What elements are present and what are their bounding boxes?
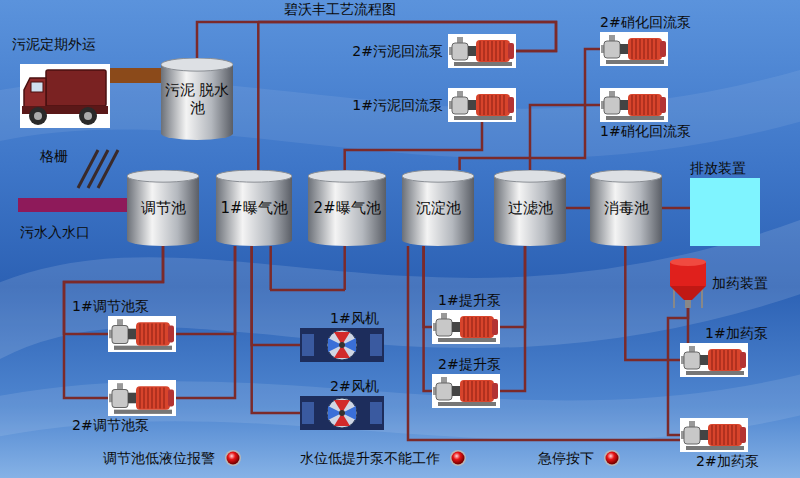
pipe-line	[345, 122, 482, 170]
annotation: 格栅	[40, 148, 68, 165]
pipe-line	[530, 105, 600, 170]
tank-label: 调节池	[141, 199, 186, 217]
tank-node: 2#曝气池	[308, 170, 386, 246]
truck-icon	[20, 64, 110, 128]
equipment-label: 1#污泥回流泵	[352, 97, 443, 114]
dosing-node: 加药装置	[668, 258, 708, 308]
tank-label: 污泥 脱水池	[164, 81, 230, 117]
blower-icon	[300, 328, 384, 362]
pipe-line	[424, 246, 432, 327]
equipment-label: 1#调节池泵	[72, 298, 149, 315]
tank-node: 消毒池	[590, 170, 662, 246]
pipe-line	[176, 246, 235, 334]
blower-node: 2#风机	[300, 396, 384, 430]
alarm-text: 水位低提升泵不能工作	[300, 450, 440, 467]
pump-icon	[432, 374, 500, 408]
equipment-label: 2#提升泵	[438, 356, 501, 373]
pump-node: 2#污泥回流泵	[448, 34, 516, 68]
equipment-label: 2#污泥回流泵	[352, 43, 443, 60]
equipment-label: 2#硝化回流泵	[600, 14, 691, 31]
tank-node: 污泥 脱水池	[161, 58, 233, 140]
tank-label-wrap: 消毒池	[590, 170, 662, 246]
pipe-line	[408, 246, 680, 440]
pipe-line	[424, 246, 432, 391]
alarm-lamp	[603, 449, 621, 467]
pump-node: 1#提升泵	[432, 310, 500, 344]
tank-node: 过滤池	[494, 170, 566, 246]
tank-label: 沉淀池	[416, 199, 461, 217]
pump-node: 1#污泥回流泵	[448, 88, 516, 122]
tank-label-wrap: 沉淀池	[402, 170, 474, 246]
inlet-pipe	[18, 198, 128, 212]
label-wrap: 污泥定期外运	[12, 36, 96, 53]
pump-icon	[600, 88, 668, 122]
tank-label-wrap: 过滤池	[494, 170, 566, 246]
tank-label: 1#曝气池	[220, 199, 287, 217]
equipment-label: 1#硝化回流泵	[600, 123, 691, 140]
label-wrap: 污水入水口	[20, 224, 90, 241]
pump-icon	[448, 34, 516, 68]
pipe-line	[258, 22, 556, 170]
equipment-label: 排放装置	[690, 160, 746, 177]
label-wrap: 调节池低液位报警	[103, 449, 242, 467]
grating-symbol	[78, 150, 118, 188]
pipe-line	[270, 246, 345, 290]
blower-node: 1#风机	[300, 328, 384, 362]
equipment-label: 1#提升泵	[438, 292, 501, 309]
pump-node: 2#加药泵	[680, 418, 748, 452]
sludge-pipe	[110, 68, 165, 83]
pump-node: 1#硝化回流泵	[600, 88, 668, 122]
pipe-line	[252, 246, 300, 413]
annotation: 污泥定期外运	[12, 36, 96, 53]
alarm-text: 调节池低液位报警	[103, 450, 215, 467]
pump-node: 1#加药泵	[680, 343, 748, 377]
tank-label: 2#曝气池	[313, 199, 380, 217]
equipment-label: 2#加药泵	[696, 453, 759, 470]
equipment-label: 2#调节池泵	[72, 417, 149, 434]
tank-node: 沉淀池	[402, 170, 474, 246]
pump-icon	[108, 380, 176, 416]
diagram-title: 碧沃丰工艺流程图	[284, 1, 396, 18]
pipe-line	[176, 246, 235, 398]
equipment-label: 1#风机	[330, 310, 379, 327]
blower-icon	[300, 396, 384, 430]
tank-label: 过滤池	[508, 199, 553, 217]
pump-icon	[680, 418, 748, 452]
pump-icon	[448, 88, 516, 122]
pipe-line	[500, 246, 525, 327]
alarm-lamp	[224, 449, 242, 467]
equipment-label: 2#风机	[330, 378, 379, 395]
tank-label-wrap: 1#曝气池	[216, 170, 292, 246]
pump-icon	[432, 310, 500, 344]
pipe-line	[252, 246, 300, 345]
label-wrap: 格栅	[40, 148, 68, 165]
tank-label-wrap: 2#曝气池	[308, 170, 386, 246]
tank-label: 消毒池	[604, 199, 649, 217]
equipment-label: 1#加药泵	[705, 325, 768, 342]
pump-icon	[108, 316, 176, 352]
label-wrap: 水位低提升泵不能工作	[300, 449, 467, 467]
tank-node: 调节池	[127, 170, 199, 246]
pipe-line	[662, 207, 690, 210]
equipment-label: 加药装置	[712, 275, 768, 292]
discharge-box: 排放装置	[690, 178, 760, 246]
pipe-line	[566, 207, 590, 210]
tank-node: 1#曝气池	[216, 170, 292, 246]
pump-node: 2#调节池泵	[108, 380, 176, 416]
annotation: 污水入水口	[20, 224, 90, 241]
pump-icon	[600, 32, 668, 66]
pump-node: 1#调节池泵	[108, 316, 176, 352]
tank-label-wrap: 调节池	[127, 170, 199, 246]
alarm-lamp	[449, 449, 467, 467]
pump-icon	[680, 343, 748, 377]
alarm-text: 急停按下	[538, 450, 594, 467]
pump-node: 2#提升泵	[432, 374, 500, 408]
pump-node: 2#硝化回流泵	[600, 32, 668, 66]
tank-label-wrap: 污泥 脱水池	[161, 58, 233, 140]
dosing-tank-icon	[668, 258, 708, 308]
label-wrap: 急停按下	[538, 449, 621, 467]
pipe-line	[500, 246, 525, 391]
